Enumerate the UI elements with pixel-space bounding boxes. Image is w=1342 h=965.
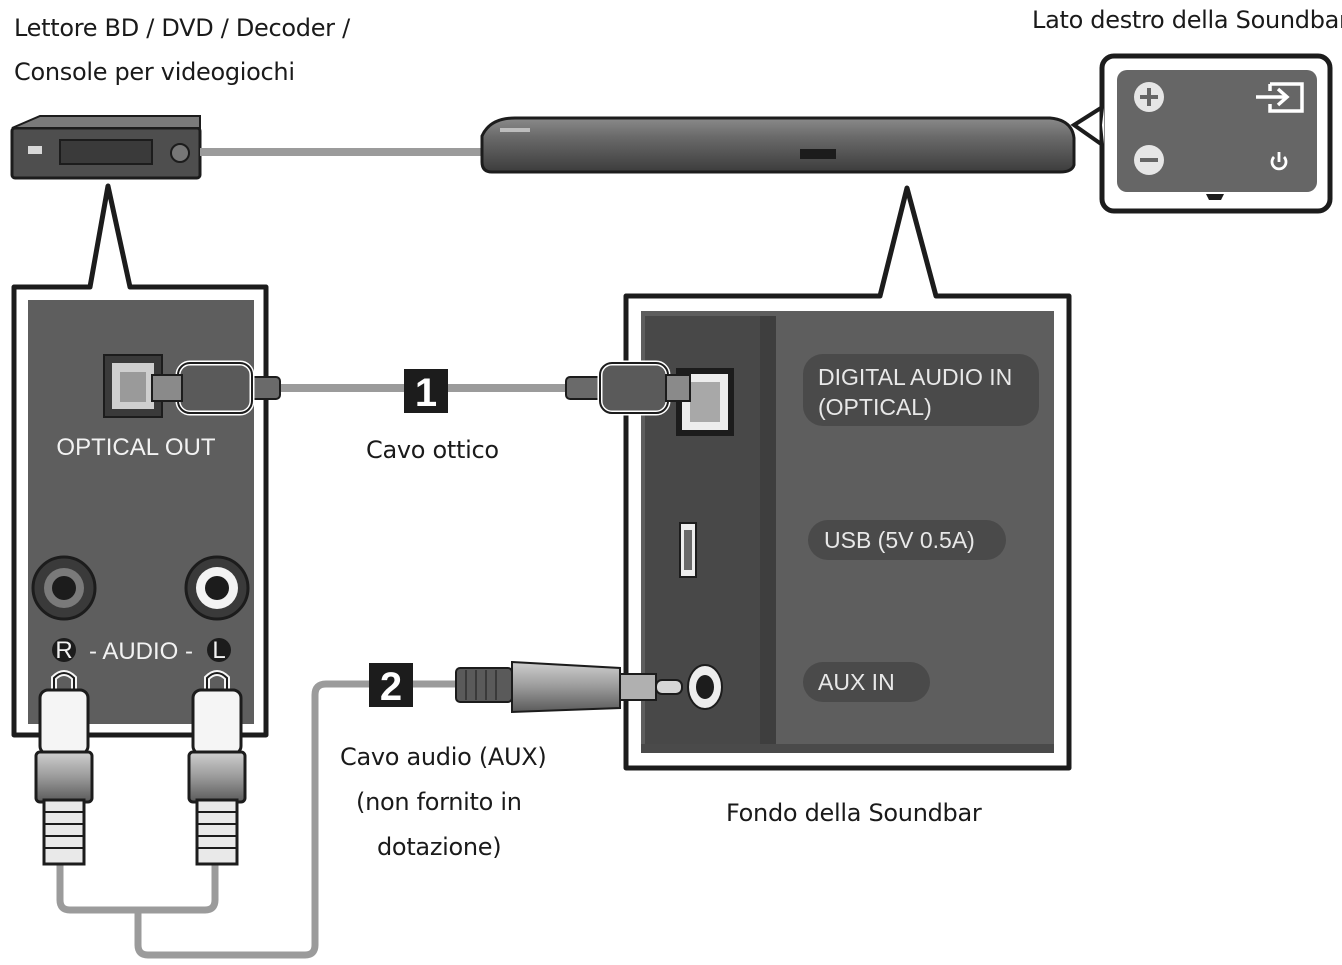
aux-cable-label-line2: (non fornito in bbox=[356, 788, 522, 816]
digital-audio-in-pill bbox=[803, 354, 1039, 426]
hdmi-link-cable bbox=[200, 148, 482, 156]
usb-port bbox=[679, 522, 697, 578]
optical-cable-label: Cavo ottico bbox=[366, 436, 499, 464]
input-source-icon bbox=[1256, 82, 1304, 113]
aux-cable bbox=[56, 680, 456, 959]
rca-plug-right bbox=[34, 670, 94, 866]
digital-audio-in-label-2: (OPTICAL) bbox=[818, 394, 932, 420]
step-1-number: 1 bbox=[415, 371, 437, 415]
audio-r-badge-text: R bbox=[55, 637, 72, 664]
step-1-badge bbox=[404, 369, 448, 413]
soundbar-bottom-label: Fondo della Soundbar bbox=[726, 799, 982, 827]
rca-jack-left bbox=[184, 555, 250, 621]
source-device-label-line1: Lettore BD / DVD / Decoder / bbox=[14, 14, 350, 42]
aux-in-port bbox=[687, 664, 723, 710]
aux-cable-label-line1: Cavo audio (AUX) bbox=[340, 743, 547, 771]
optical-out-label: OPTICAL OUT bbox=[56, 434, 215, 461]
power-icon bbox=[1270, 152, 1288, 171]
usb-pill bbox=[808, 520, 1006, 560]
aux-jack-plug bbox=[455, 660, 683, 714]
step-2-badge bbox=[369, 663, 413, 707]
digital-audio-in-label-1: DIGITAL AUDIO IN bbox=[818, 364, 1012, 390]
soundbar-bottom-panel bbox=[623, 185, 1072, 771]
minus-icon bbox=[1134, 145, 1164, 175]
soundbar-right-side-panel bbox=[1099, 53, 1333, 214]
source-device-label-line2: Console per videogiochi bbox=[14, 58, 295, 86]
soundbar-right-side-label: Lato destro della Soundbar bbox=[1032, 6, 1342, 34]
aux-in-pill bbox=[803, 662, 930, 702]
usb-label: USB (5V 0.5A) bbox=[824, 527, 975, 553]
audio-l-badge-text: L bbox=[212, 637, 225, 664]
plus-icon bbox=[1134, 82, 1164, 112]
step-2-number: 2 bbox=[380, 665, 402, 709]
aux-in-label: AUX IN bbox=[818, 669, 895, 695]
audio-label: - AUDIO - bbox=[89, 638, 193, 665]
soundbar bbox=[480, 116, 1076, 174]
rca-plug-left bbox=[187, 670, 247, 866]
rca-jack-right bbox=[31, 555, 97, 621]
source-device bbox=[10, 115, 202, 180]
aux-cable-label-line3: dotazione) bbox=[377, 833, 502, 861]
